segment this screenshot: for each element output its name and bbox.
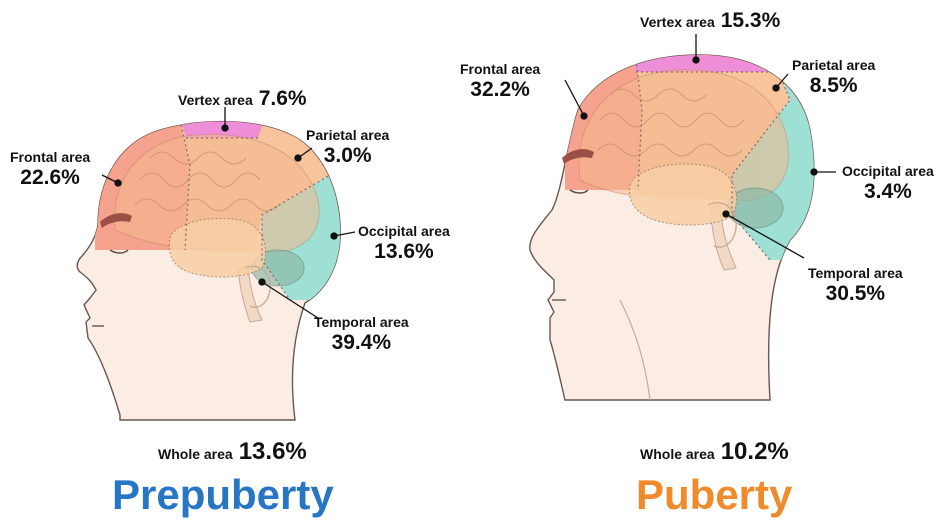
occipital-area-label: Occipital area 13.6% xyxy=(358,224,450,262)
vertex-area-value: 7.6% xyxy=(259,87,307,110)
puberty-title: Puberty xyxy=(636,474,792,516)
frontal-area-label: Frontal area 32.2% xyxy=(460,62,540,100)
occipital-area-name: Occipital area xyxy=(842,164,934,178)
prepuberty-title: Prepuberty xyxy=(112,474,334,516)
temporal-area-label: Temporal area 39.4% xyxy=(314,315,409,353)
whole-area-value: 10.2% xyxy=(721,438,789,465)
temporal-region xyxy=(169,218,265,277)
frontal-area-name: Frontal area xyxy=(460,62,540,76)
parietal-area-value: 8.5% xyxy=(792,75,875,96)
whole-area-name: Whole area xyxy=(640,446,715,462)
frontal-area-label: Frontal area 22.6% xyxy=(10,150,90,188)
frontal-area-value: 32.2% xyxy=(460,79,540,100)
occipital-area-label: Occipital area 3.4% xyxy=(842,164,934,202)
parietal-area-label: Parietal area 8.5% xyxy=(792,58,875,96)
temporal-area-value: 30.5% xyxy=(808,283,903,304)
vertex-area-value: 15.3% xyxy=(721,9,781,32)
vertex-region xyxy=(630,50,770,72)
vertex-area-label: Vertex area 15.3% xyxy=(640,10,780,31)
whole-area-value: 13.6% xyxy=(239,438,307,465)
temporal-area-value: 39.4% xyxy=(314,332,409,353)
temporal-region xyxy=(630,164,737,225)
prepuberty-panel: Vertex area 7.6% Frontal area 22.6% Parie… xyxy=(0,0,470,520)
whole-area-name: Whole area xyxy=(158,446,233,462)
parietal-area-name: Parietal area xyxy=(306,128,389,142)
temporal-area-label: Temporal area 30.5% xyxy=(808,266,903,304)
frontal-area-value: 22.6% xyxy=(10,167,90,188)
occipital-area-name: Occipital area xyxy=(358,224,450,238)
whole-area-label: Whole area 10.2% xyxy=(640,438,789,466)
occipital-area-value: 13.6% xyxy=(358,241,450,262)
frontal-area-name: Frontal area xyxy=(10,150,90,164)
vertex-area-name: Vertex area xyxy=(640,14,715,30)
occipital-area-value: 3.4% xyxy=(842,181,934,202)
vertex-area-label: Vertex area 7.6% xyxy=(178,88,307,109)
parietal-area-value: 3.0% xyxy=(306,145,389,166)
parietal-area-label: Parietal area 3.0% xyxy=(306,128,389,166)
temporal-area-name: Temporal area xyxy=(314,315,409,329)
temporal-area-name: Temporal area xyxy=(808,266,903,280)
whole-area-label: Whole area 13.6% xyxy=(158,438,307,466)
vertex-area-name: Vertex area xyxy=(178,92,253,108)
parietal-area-name: Parietal area xyxy=(792,58,875,72)
